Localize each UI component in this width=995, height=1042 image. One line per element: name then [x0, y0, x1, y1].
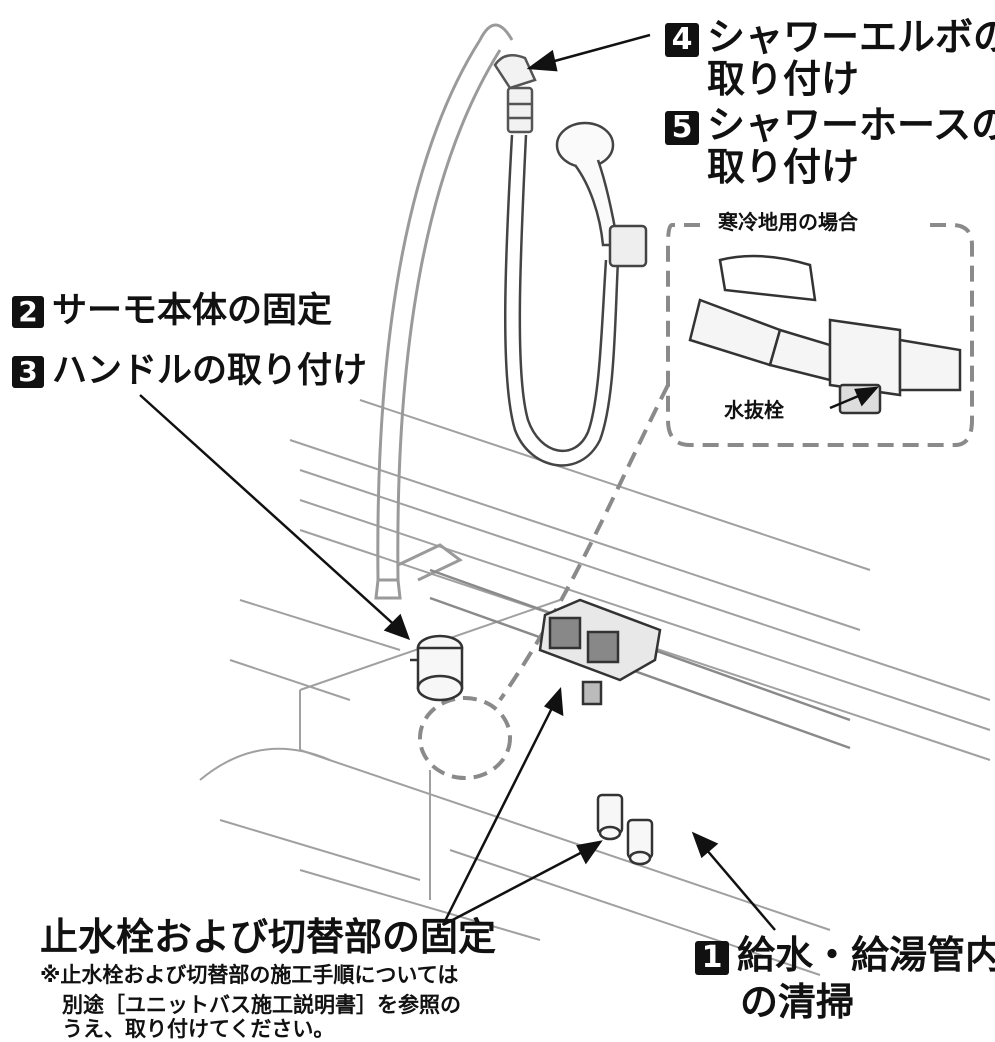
note-line1: ※止水栓および切替部の施工手順については [40, 963, 459, 987]
step3-badge: 3 [12, 356, 44, 388]
step5-text-line2: 取り付け [707, 145, 860, 189]
step2-badge: 2 [12, 296, 44, 328]
shower-head [555, 121, 648, 268]
note-line2: 別途［ユニットバス施工説明書］を参照の [62, 993, 461, 1017]
leader-lines [139, 33, 880, 931]
step1-badge: 1 [695, 940, 729, 975]
lower-valves [596, 793, 654, 866]
step3-text: ハンドルの取り付け [52, 351, 368, 391]
shower-hose [504, 134, 620, 467]
step4-text-line2: 取り付け [707, 57, 860, 101]
cold-area-title: 寒冷地用の場合 [712, 212, 864, 232]
step1-text-line2: の清掃 [740, 980, 855, 1024]
step4-text-line1: シャワーエルボの [707, 15, 995, 59]
drain-plug-label: 水抜栓 [722, 398, 786, 422]
valve-dashed-circle [418, 696, 512, 780]
step5-badge: 5 [665, 110, 699, 145]
shower-riser-pipe [374, 23, 514, 600]
note-line3: うえ、取り付けてください。 [62, 1017, 335, 1041]
step5-text-line1: シャワーホースの [707, 103, 995, 147]
bathroom-wall-lines [199, 399, 991, 976]
stop-valve [410, 634, 464, 702]
inset-connector [498, 384, 670, 702]
thermo-mixer-body [538, 598, 662, 706]
step2-text: サーモ本体の固定 [52, 291, 333, 331]
step4-badge: 4 [665, 22, 699, 57]
step1-text-line1: 給水・給湯管内 [737, 933, 995, 977]
shower-elbow [493, 53, 537, 134]
cold-area-inset [666, 223, 974, 447]
stop-valve-title: 止水栓および切替部の固定 [40, 915, 497, 959]
